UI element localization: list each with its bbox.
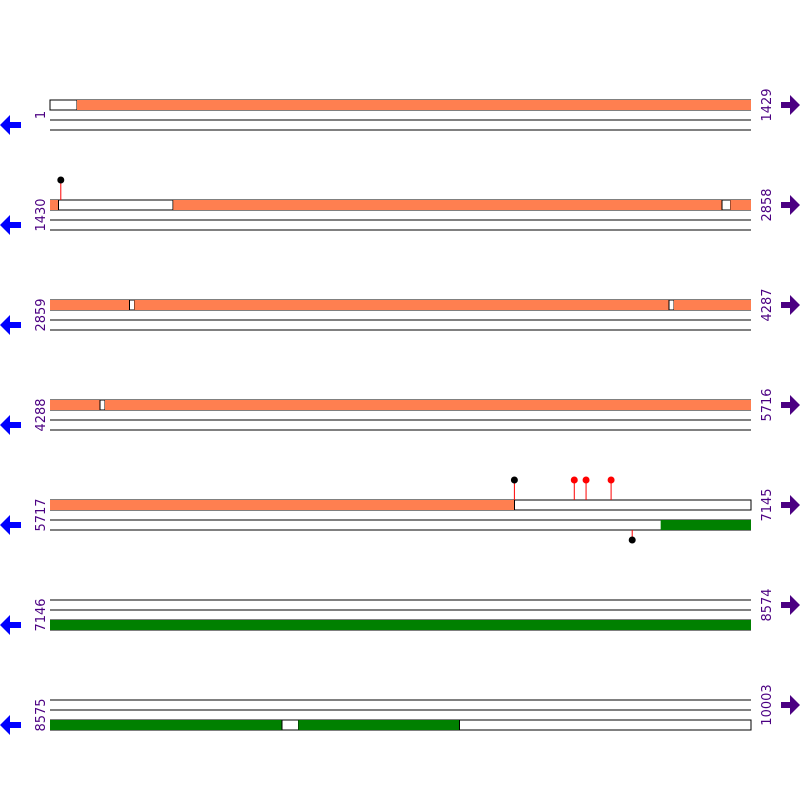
row-start-coordinate: 8575: [34, 698, 49, 731]
left-arrow-icon[interactable]: [0, 315, 21, 335]
right-arrow-icon[interactable]: [781, 295, 800, 315]
sequence-row: 1 1429: [0, 88, 800, 135]
sequence-row: 8575 10003: [0, 684, 800, 735]
right-arrow-icon[interactable]: [781, 95, 800, 115]
forward-feature-segment[interactable]: [76, 100, 752, 110]
sequence-row: 1430 2858: [0, 176, 800, 235]
row-start-coordinate: 1430: [34, 198, 49, 231]
forward-feature-segment[interactable]: [50, 200, 59, 210]
row-end-coordinate: 5716: [760, 388, 775, 421]
forward-gap-segment: [129, 299, 135, 311]
row-start-coordinate: 7146: [34, 598, 49, 631]
left-arrow-icon[interactable]: [0, 215, 21, 235]
site-marker[interactable]: [607, 476, 615, 484]
row-end-coordinate: 8574: [760, 588, 775, 621]
forward-gap-segment: [721, 199, 731, 211]
forward-gap-segment: [57, 199, 174, 211]
forward-gap-segment: [49, 99, 78, 111]
forward-feature-segment[interactable]: [104, 400, 751, 410]
forward-feature-segment[interactable]: [50, 400, 101, 410]
sequence-row: 7146 8574: [0, 588, 800, 635]
sequence-row: 2859 4287: [0, 288, 800, 335]
site-marker[interactable]: [628, 536, 636, 544]
row-start-coordinate: 1: [34, 111, 49, 119]
reverse-gap-segment: [281, 719, 299, 731]
row-end-coordinate: 10003: [760, 684, 775, 725]
reverse-feature-segment[interactable]: [298, 720, 460, 730]
right-arrow-icon[interactable]: [781, 395, 800, 415]
right-arrow-icon[interactable]: [781, 595, 800, 615]
row-end-coordinate: 4287: [760, 288, 775, 321]
forward-gap-segment: [668, 299, 675, 311]
left-arrow-icon[interactable]: [0, 415, 21, 435]
site-marker[interactable]: [57, 176, 65, 184]
right-arrow-icon[interactable]: [781, 495, 800, 515]
forward-gap-segment: [513, 499, 752, 511]
forward-feature-segment[interactable]: [173, 200, 723, 210]
sequence-row: 4288 5716: [0, 388, 800, 435]
forward-feature-segment[interactable]: [50, 500, 515, 510]
forward-feature-segment[interactable]: [50, 300, 130, 310]
site-marker[interactable]: [570, 476, 578, 484]
forward-feature-segment[interactable]: [730, 200, 751, 210]
right-arrow-icon[interactable]: [781, 695, 800, 715]
row-end-coordinate: 2858: [760, 188, 775, 221]
row-start-coordinate: 2859: [34, 298, 49, 331]
reverse-feature-segment[interactable]: [50, 620, 751, 630]
forward-feature-segment[interactable]: [673, 300, 751, 310]
forward-gap-segment: [99, 399, 106, 411]
left-arrow-icon[interactable]: [0, 615, 21, 635]
left-arrow-icon[interactable]: [0, 715, 21, 735]
row-start-coordinate: 4288: [34, 398, 49, 431]
right-arrow-icon[interactable]: [781, 195, 800, 215]
reverse-feature-segment[interactable]: [660, 520, 751, 530]
reverse-gap-segment: [458, 719, 752, 731]
left-arrow-icon[interactable]: [0, 115, 21, 135]
row-end-coordinate: 7145: [760, 488, 775, 521]
sequence-row: 5717 7145: [0, 476, 800, 544]
left-arrow-icon[interactable]: [0, 515, 21, 535]
site-marker[interactable]: [510, 476, 518, 484]
forward-feature-segment[interactable]: [134, 300, 670, 310]
row-start-coordinate: 5717: [34, 498, 49, 531]
reverse-feature-segment[interactable]: [50, 720, 283, 730]
site-marker[interactable]: [582, 476, 590, 484]
row-end-coordinate: 1429: [760, 88, 775, 121]
